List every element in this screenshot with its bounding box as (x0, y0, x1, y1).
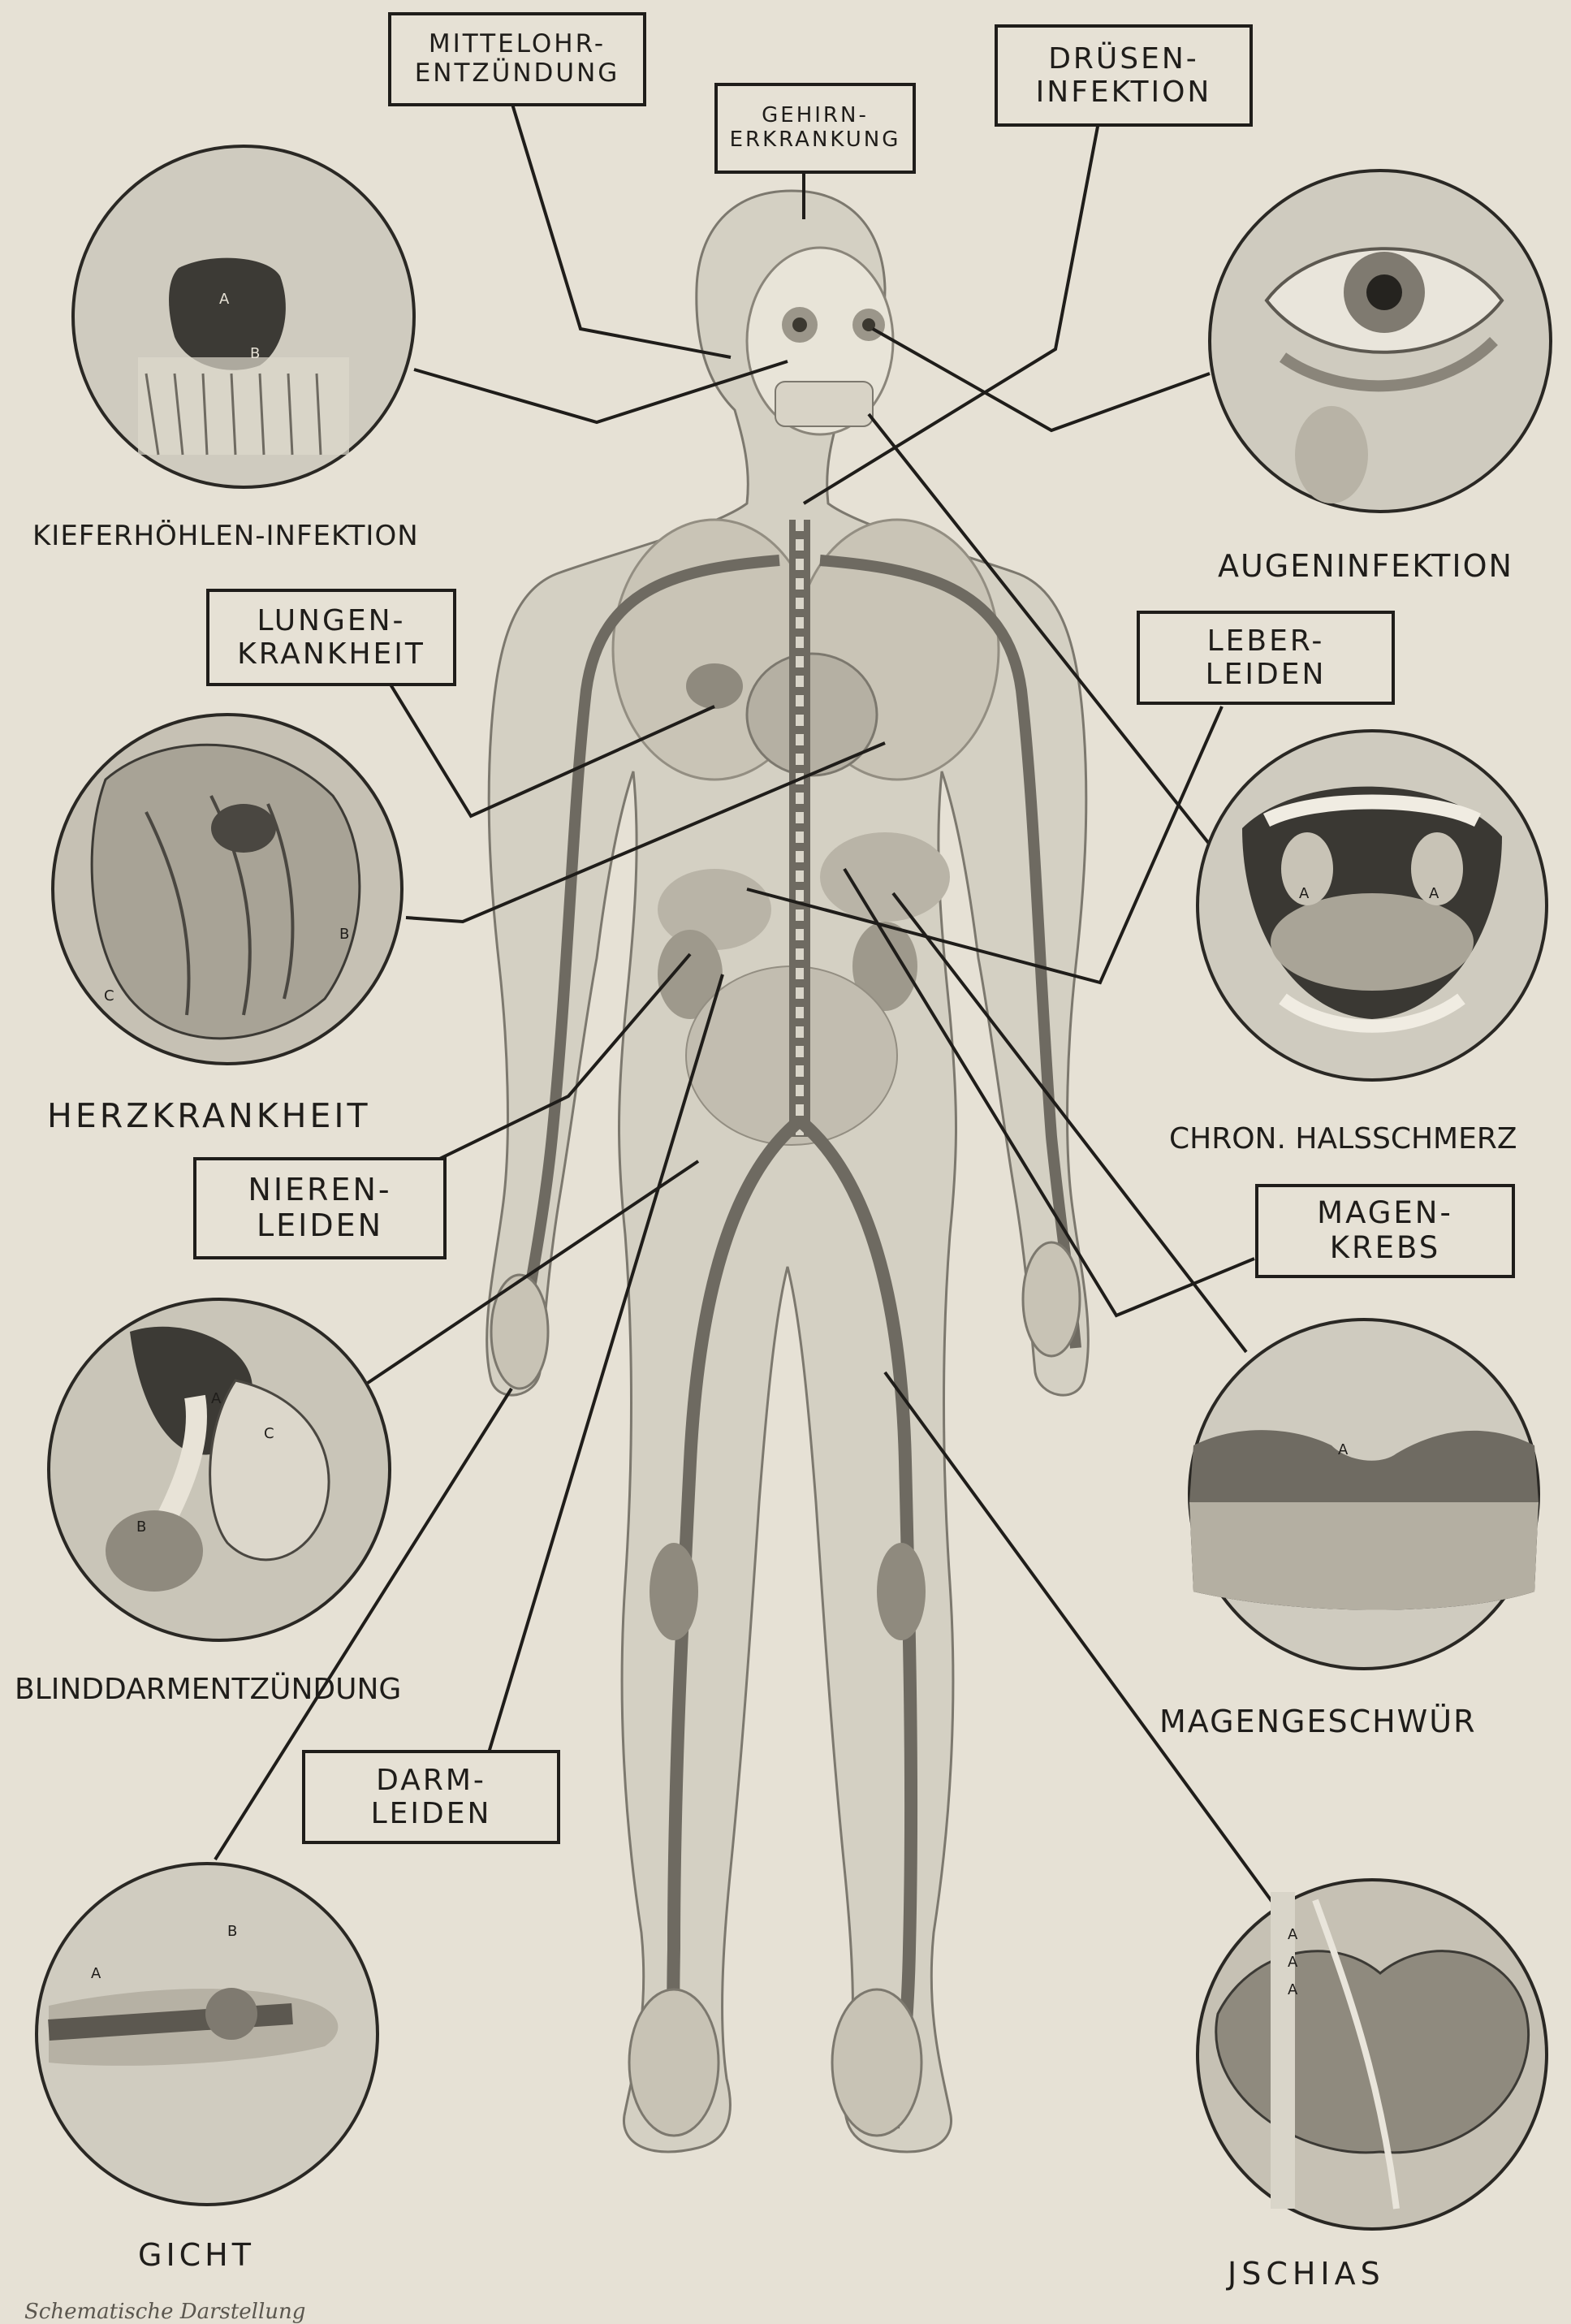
label-leber-line2: LEIDEN (1206, 658, 1327, 691)
inset-letter: B (339, 926, 352, 943)
inset-letter: A (91, 1965, 103, 1982)
label-gehirn-line2: ERKRANKUNG (730, 128, 901, 153)
inset-letter: A (1299, 885, 1311, 902)
label-mittelohr: MITTELOHR- ENTZÜNDUNG (388, 12, 646, 106)
inset-blinddarm (49, 1299, 390, 1640)
inset-letter: A (1429, 885, 1441, 902)
label-darm-line2: LEIDEN (371, 1797, 492, 1830)
label-leber-line1: LEBER- (1207, 624, 1325, 658)
label-lungen-line1: LUNGEN- (257, 604, 405, 637)
inset-augen (1210, 171, 1551, 512)
label-nieren-line1: NIEREN- (248, 1173, 391, 1208)
label-leber: LEBER- LEIDEN (1137, 611, 1395, 705)
label-lungen-line2: KRANKHEIT (237, 637, 425, 671)
inset-letter: C (104, 987, 117, 1004)
inset-letter: A (1338, 1441, 1350, 1458)
label-nieren-line2: LEIDEN (257, 1208, 383, 1244)
label-gehirn-line1: GEHIRN- (762, 104, 869, 128)
inset-hals (1198, 731, 1547, 1080)
inset-letter: C (264, 1425, 277, 1442)
inset-letter: A (1288, 1981, 1300, 1998)
footer-caption: Schematische Darstellung (24, 2300, 305, 2324)
inset-magengeschwuer (1189, 1320, 1539, 1669)
human-figure (487, 191, 1089, 2152)
label-druesen-line2: INFEKTION (1036, 76, 1212, 109)
caption-hals: CHRON. HALSSCHMERZ (1169, 1122, 1517, 1156)
leader-augen (873, 329, 1210, 430)
inset-gicht (37, 1864, 378, 2205)
inset-letter: B (136, 1518, 149, 1536)
label-mittelohr-line2: ENTZÜNDUNG (415, 59, 620, 89)
label-magen: MAGEN- KREBS (1255, 1184, 1515, 1278)
caption-blinddarm: BLINDDARMENTZÜNDUNG (15, 1673, 401, 1706)
inset-letter: A (1288, 1926, 1300, 1943)
caption-gicht: GICHT (138, 2237, 255, 2273)
caption-augen: AUGENINFEKTION (1218, 548, 1513, 584)
label-darm-line1: DARM- (376, 1764, 486, 1797)
caption-ischias: JSCHIAS (1228, 2256, 1385, 2292)
inset-kieferhoehlen (73, 146, 414, 487)
inset-letter: A (219, 291, 231, 308)
inset-herz (53, 715, 402, 1064)
inset-letter: B (227, 1923, 240, 1940)
caption-kieferhoehlen: KIEFERHÖHLEN-INFEKTION (32, 520, 419, 552)
label-druesen: DRÜSEN- INFEKTION (995, 24, 1253, 127)
label-nieren: NIEREN- LEIDEN (193, 1157, 447, 1259)
inset-letter: A (1288, 1954, 1300, 1971)
label-mittelohr-line1: MITTELOHR- (429, 30, 606, 59)
label-magen-line2: KREBS (1330, 1231, 1441, 1266)
label-darm: DARM- LEIDEN (302, 1750, 560, 1844)
label-druesen-line1: DRÜSEN- (1048, 42, 1199, 76)
inset-letter: B (250, 345, 262, 362)
label-gehirn: GEHIRN- ERKRANKUNG (714, 83, 916, 174)
label-lungen: LUNGEN- KRANKHEIT (206, 589, 456, 686)
caption-herz: HERZKRANKHEIT (47, 1096, 371, 1135)
caption-magengeschwuer: MAGENGESCHWÜR (1159, 1704, 1476, 1739)
inset-letter: A (211, 1390, 223, 1407)
label-magen-line1: MAGEN- (1317, 1196, 1453, 1231)
inset-ischias (1198, 1880, 1547, 2229)
